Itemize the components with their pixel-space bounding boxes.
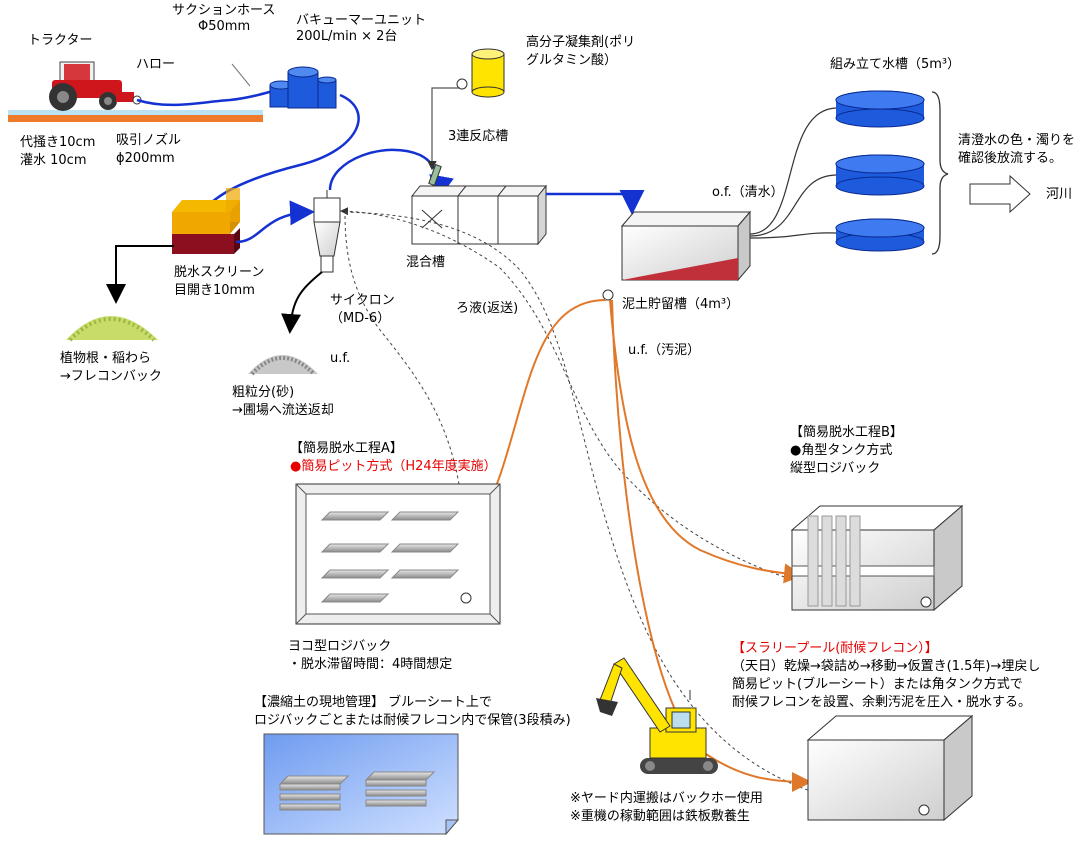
label-flocculant: 高分子凝集剤(ポリ <box>526 35 636 50</box>
label-mud-tank: 泥土貯留槽（4m³） <box>622 297 740 312</box>
tractor-icon <box>49 61 122 111</box>
label-process-a-bag: ヨコ型ロジバック <box>288 639 392 654</box>
label-process-b: 【簡易脱水工程B】 <box>790 425 903 440</box>
line-cyclone-to-sand <box>281 271 323 334</box>
label-nozzle-size: ϕ200mm <box>116 151 175 166</box>
label-process-a: 【簡易脱水工程A】 <box>290 441 403 456</box>
label-cyclone: サイクロン <box>330 293 395 308</box>
river-arrow <box>969 174 1031 214</box>
label-process-a-time: ・脱水滞留時間：4時間想定 <box>288 657 453 672</box>
label-tractor: トラクター <box>28 33 93 48</box>
label-clear-water-2: 確認後放流する。 <box>958 151 1063 166</box>
vacuum-unit-icon <box>269 66 337 109</box>
label-flocculant-2: グルタミン酸） <box>526 53 618 68</box>
label-plant: 植物根・稲わら <box>60 351 152 366</box>
filtrate-return-lines <box>340 207 921 809</box>
label-vacuum-capacity: 200L/min × 2台 <box>296 29 398 44</box>
label-kansui: 灌水 10cm <box>20 153 87 168</box>
plant-roots-pile <box>66 316 158 342</box>
line-screen-to-plant <box>106 245 174 304</box>
label-screen: 脱水スクリーン <box>174 265 265 280</box>
line-screen-to-cyclone <box>235 200 315 244</box>
suction-hose-line <box>136 84 291 107</box>
label-suction-hose-size: Φ50mm <box>198 19 251 34</box>
simple-pit-a <box>295 483 501 625</box>
brace <box>931 91 949 255</box>
blue-sheet <box>263 733 460 836</box>
flocculant-tank-icon <box>456 48 505 98</box>
backhoe-icon <box>596 657 718 774</box>
label-screen-mesh: 目開き10mm <box>174 283 255 298</box>
paddy-field <box>8 110 263 122</box>
label-mixing: 混合槽 <box>406 255 446 270</box>
label-reactor: 3連反応槽 <box>448 129 509 144</box>
line-cyclone-to-mixing <box>328 148 454 201</box>
label-slurry-steps: （天日）乾燥→袋詰め→移動→仮置き(1.5年)→埋戻し <box>732 659 1041 674</box>
reactor-tanks <box>410 163 548 246</box>
label-slurry-pool: 【スラリープール(耐候フレコン）】 <box>732 641 938 656</box>
label-underflow-mud: u.f.（汚泥） <box>628 343 701 358</box>
label-river: 河川 <box>1046 187 1073 202</box>
harrow-icon <box>116 92 142 105</box>
label-slurry-action: 耐候フレコンを設置、余剰汚泥を圧入・脱水する。 <box>732 695 1032 710</box>
label-shirokaki: 代掻き10cm <box>20 135 96 150</box>
label-process-b-bag: 縦型ロジバック <box>790 461 881 476</box>
label-overflow: o.f.（清水） <box>712 185 784 200</box>
label-filtrate: ろ液(返送) <box>456 301 519 316</box>
label-harrow: ハロー <box>136 57 176 72</box>
line-reactor-to-mudtank <box>546 190 645 215</box>
label-process-b-method: ●角型タンク方式 <box>790 443 893 458</box>
label-yard-note: ※ヤード内運搬はバックホー使用 <box>570 791 763 806</box>
label-assembly-tank: 組み立て水槽（5m³） <box>830 57 961 72</box>
dewatering-screen-icon <box>172 188 240 254</box>
square-tank-b <box>790 504 964 612</box>
label-underflow: u.f. <box>330 351 351 366</box>
label-clear-water: 清澄水の色・濁りを <box>958 133 1076 148</box>
label-coarse: 粗粒分(砂) <box>232 385 295 400</box>
label-suction-hose: サクションホース <box>172 3 276 18</box>
label-process-a-method: ●簡易ピット方式（H24年度実施） <box>290 459 497 474</box>
label-concentrate-2: ロジバックごとまたは耐候フレコン内で保管(3段積み) <box>254 713 571 728</box>
flecon-box <box>806 714 974 822</box>
cyclone-icon <box>313 190 341 273</box>
of-lines <box>749 107 837 239</box>
sand-pile <box>248 355 318 376</box>
label-nozzle: 吸引ノズル <box>116 133 182 148</box>
mud-storage-tank <box>602 210 752 301</box>
label-vacuum-unit: バキューマーユニット <box>296 13 427 28</box>
label-yard-note-2: ※重機の稼動範囲は鉄板敷養生 <box>570 809 750 824</box>
assembly-water-tanks <box>835 90 925 252</box>
line-flocculant-feed <box>427 87 460 171</box>
label-plant-2: →フレコンバック <box>60 369 162 384</box>
label-cyclone-model: （MD-6） <box>330 311 391 326</box>
label-coarse-2: →圃場へ流送返却 <box>232 403 334 418</box>
label-slurry-method: 簡易ピット(ブルーシート）または角タンク方式で <box>732 677 1023 692</box>
label-concentrate: 【濃縮土の現地管理】 ブルーシート上で <box>254 695 492 710</box>
